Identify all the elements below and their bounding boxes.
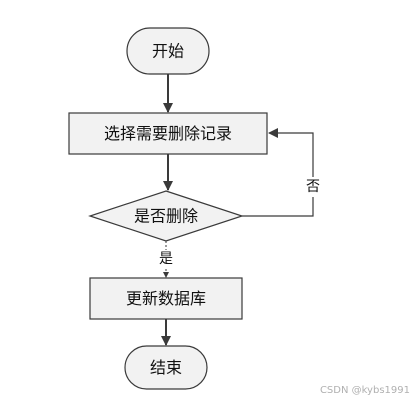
no-label-bg [304,177,322,197]
end-label: 结束 [150,358,182,377]
no-label: 否 [306,179,320,195]
watermark: CSDN @kybs1991 [319,385,410,396]
select-record-label: 选择需要删除记录 [104,124,232,143]
yes-label-bg [157,250,175,268]
yes-label: 是 [159,251,173,267]
start-label: 开始 [152,42,184,61]
edge-no-loop [242,128,314,217]
end-terminator [124,345,208,390]
delete-decision-label: 是否删除 [134,207,198,226]
update-database-label: 更新数据库 [126,289,206,308]
select-record-box [68,112,268,155]
